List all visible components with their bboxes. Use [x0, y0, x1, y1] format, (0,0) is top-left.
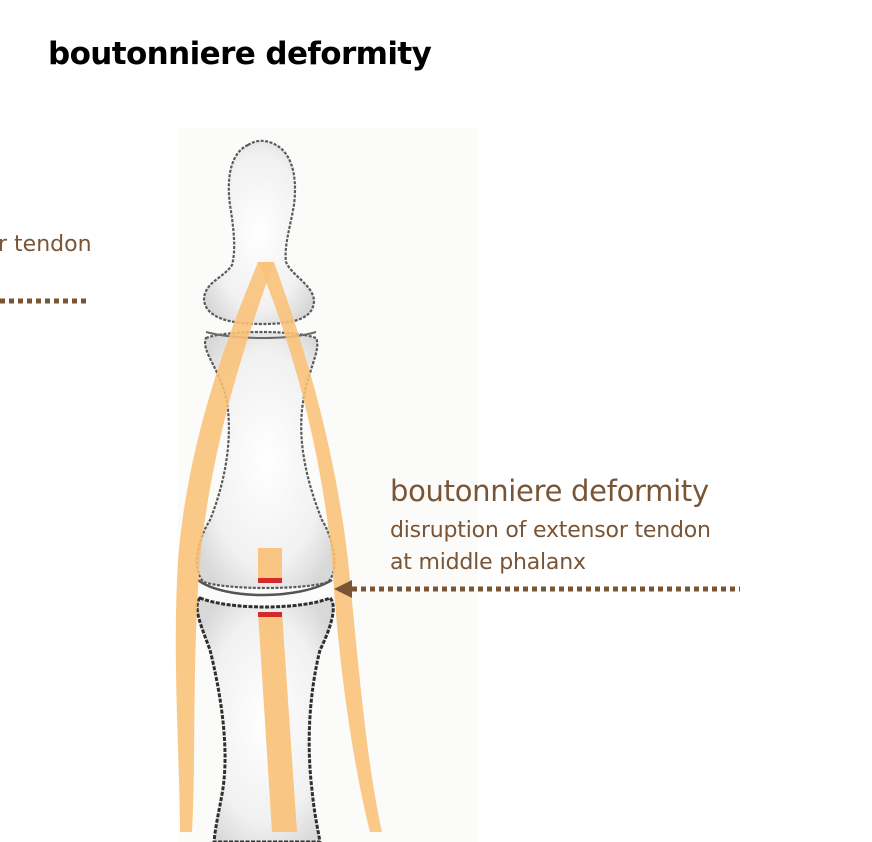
- distal-phalanx: [202, 139, 316, 326]
- annotation-line-1: disruption of extensor tendon: [390, 518, 711, 543]
- central-slip-lower: [258, 612, 297, 832]
- pip-joint: [197, 578, 333, 597]
- annotation-heading: boutonniere deformity: [390, 474, 709, 508]
- page-title: boutonniere deformity: [48, 36, 432, 72]
- annotation-arrowhead: [334, 580, 352, 598]
- tendon-lateral-band-right: [258, 262, 382, 832]
- rupture-mark-lower: [258, 612, 282, 617]
- middle-phalanx: [195, 330, 336, 590]
- left-tendon-label: r tendon: [0, 232, 92, 257]
- central-slip-upper: [258, 548, 282, 582]
- dip-joint: [205, 331, 317, 339]
- rupture-mark-upper: [258, 578, 282, 583]
- tendon-lateral-band-left: [175, 262, 274, 832]
- annotation-line-2: at middle phalanx: [390, 550, 586, 575]
